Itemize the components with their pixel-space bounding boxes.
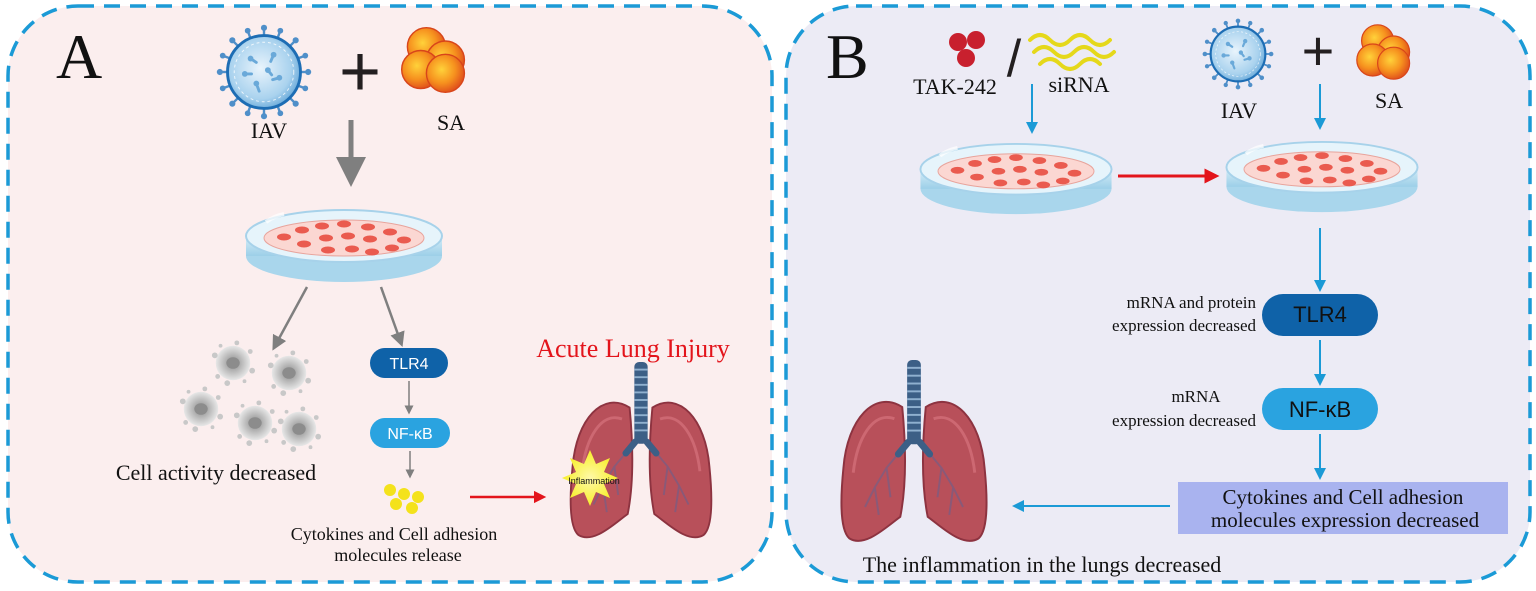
inflammation-burst-icon xyxy=(562,450,618,506)
tlr4-label-b: TLR4 xyxy=(1293,302,1347,327)
nfkb-pill xyxy=(370,418,450,448)
tlr4-pill xyxy=(370,348,448,378)
sa-label: SA xyxy=(437,110,465,135)
petri-dish-icon xyxy=(918,142,1114,217)
cytokines-release-line1: Cytokines and Cell adhesion xyxy=(291,524,497,544)
nfkb-pill-b xyxy=(1262,388,1378,430)
nfkb-note-line1: mRNA xyxy=(1171,387,1221,406)
iav-label: IAV xyxy=(251,118,287,143)
sa-label-b: SA xyxy=(1375,88,1403,113)
petri-dish-icon xyxy=(1224,140,1420,215)
plus-sign-b: + xyxy=(1302,19,1335,82)
nfkb-label: NF-κB xyxy=(387,426,432,443)
cytokine-dots xyxy=(384,484,424,514)
nfkb-label-b: NF-κB xyxy=(1289,397,1351,422)
panel-b: B TAK-242 / siRNA IAV + SA mRNA and prot… xyxy=(784,4,1532,584)
sirna-label: siRNA xyxy=(1048,72,1109,97)
inflammation-label: Inflammation xyxy=(568,476,620,486)
tlr4-note-line2: expression decreased xyxy=(1112,316,1256,335)
nfkb-note-line2: expression decreased xyxy=(1112,411,1256,430)
panel-a-label: A xyxy=(56,21,102,92)
or-slash: / xyxy=(1007,30,1022,88)
influenza-virus-icon xyxy=(1202,18,1274,90)
cytokines-release-line2: molecules release xyxy=(334,545,461,565)
influenza-virus-icon xyxy=(216,24,312,120)
iav-label-b: IAV xyxy=(1221,98,1257,123)
cell-activity-label: Cell activity decreased xyxy=(116,460,316,485)
panel-b-label: B xyxy=(826,21,869,92)
panel-a: A IAV + SA Cell activity decreased TLR4 … xyxy=(6,4,774,584)
tak242-molecule-icon xyxy=(949,31,985,67)
plus-sign: + xyxy=(339,32,381,112)
cytokines-decreased-line2: molecules expression decreased xyxy=(1211,508,1480,532)
to-tlr4-arrow xyxy=(379,286,405,348)
to-cells-arrow xyxy=(272,286,309,351)
cytokines-box xyxy=(1178,482,1508,534)
tak242-label: TAK-242 xyxy=(913,74,997,99)
tlr4-label: TLR4 xyxy=(389,356,428,373)
sirna-icon xyxy=(1028,33,1116,71)
cytokines-decreased-line1: Cytokines and Cell adhesion xyxy=(1223,485,1464,509)
tlr4-note-line1: mRNA and protein xyxy=(1127,293,1257,312)
petri-dish-icon xyxy=(244,208,444,284)
acute-lung-injury-title: Acute Lung Injury xyxy=(536,334,730,363)
tlr4-pill-b xyxy=(1262,294,1378,336)
conclusion-text: The inflammation in the lungs decreased xyxy=(863,552,1222,577)
